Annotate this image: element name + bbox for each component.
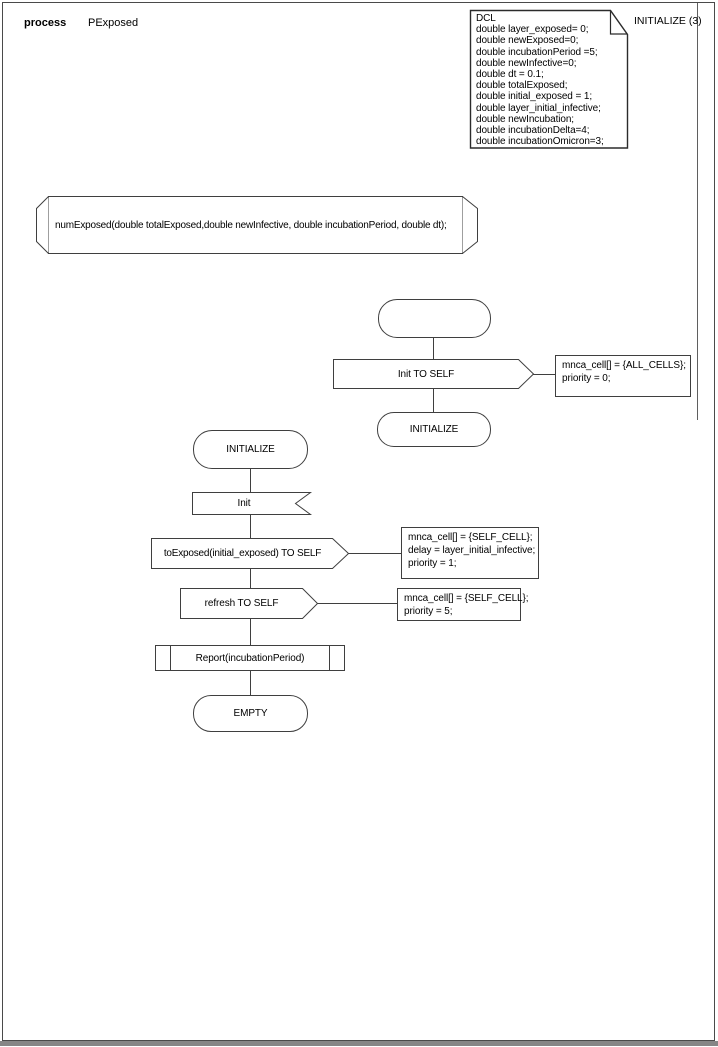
dcl-line: double dt = 0.1;: [476, 69, 544, 81]
param-line: mnca_cell[] = {SELF_CELL};: [408, 532, 533, 543]
page-name-label: INITIALIZE (3): [634, 15, 702, 27]
output-init-outline: [334, 360, 534, 389]
dcl-line: DCL: [476, 13, 496, 24]
comment-refresh-params-box[interactable]: mnca_cell[] = {SELF_CELL}; priority = 5;: [397, 588, 529, 621]
procedure-call-side-bars: [170, 646, 330, 670]
state-empty-symbol[interactable]: EMPTY: [193, 695, 308, 732]
dcl-line: double layer_exposed= 0;: [476, 24, 589, 36]
output-init-label: Init TO SELF: [397, 368, 455, 380]
output-toexposed-outline: [152, 539, 349, 569]
param-line: mnca_cell[] = {ALL_CELLS};: [562, 360, 686, 371]
process-keyword: process: [24, 17, 67, 29]
procedure-call-report-label: Report(incubationPeriod): [195, 652, 305, 664]
comment-toexposed-params-box[interactable]: mnca_cell[] = {SELF_CELL}; delay = layer…: [401, 527, 539, 579]
start-state-symbol[interactable]: [378, 299, 491, 338]
procedure-declaration-left-tab: [37, 197, 49, 254]
dcl-line: double totalExposed;: [476, 80, 568, 92]
dcl-line: double initial_exposed = 1;: [476, 91, 593, 103]
output-init-symbol[interactable]: Init TO SELF: [333, 359, 534, 389]
procedure-declaration-label: numExposed(double totalExposed,double ne…: [55, 219, 447, 231]
state-initialize-symbol[interactable]: INITIALIZE: [193, 430, 308, 469]
dcl-line: double newIncubation;: [476, 113, 574, 125]
input-init-outline: [193, 493, 311, 515]
comment-init-params-box[interactable]: mnca_cell[] = {ALL_CELLS}; priority = 0;: [555, 355, 691, 397]
dcl-line: double incubationPeriod =5;: [476, 46, 598, 58]
dcl-outline: [471, 11, 628, 149]
state-initialize-label: INITIALIZE: [226, 444, 275, 455]
param-line: mnca_cell[] = {SELF_CELL};: [404, 593, 529, 604]
procedure-declaration-body: [49, 197, 463, 254]
param-line: priority = 0;: [562, 373, 611, 384]
param-line: delay = layer_initial_infective;: [408, 545, 536, 556]
dcl-line: double newInfective=0;: [476, 57, 577, 69]
procedure-call-report-symbol[interactable]: Report(incubationPeriod): [155, 645, 345, 671]
param-line: priority = 5;: [404, 606, 453, 617]
dcl-line: double incubationDelta=4;: [476, 125, 590, 137]
output-refresh-symbol[interactable]: refresh TO SELF: [180, 588, 318, 619]
state-initialize-next-label: INITIALIZE: [409, 424, 459, 435]
output-toexposed-symbol[interactable]: toExposed(initial_exposed) TO SELF: [151, 538, 349, 569]
output-refresh-label: refresh TO SELF: [204, 598, 279, 609]
output-toexposed-label: toExposed(initial_exposed) TO SELF: [163, 548, 322, 559]
input-init-symbol[interactable]: Init: [192, 492, 311, 515]
input-init-label: Init: [237, 498, 251, 509]
dcl-line: double newExposed=0;: [476, 35, 579, 47]
diagram-frame-right-line: [697, 3, 698, 420]
state-empty-label: EMPTY: [233, 708, 268, 719]
dcl-line: double incubationOmicron=3;: [476, 136, 604, 148]
dcl-line: double layer_initial_infective;: [476, 102, 601, 114]
dcl-declarations: DCL double layer_exposed= 0; double newE…: [476, 13, 604, 147]
output-refresh-outline: [181, 589, 318, 619]
dcl-fold-corner: [611, 11, 628, 35]
page-bottom-shadow: [0, 1041, 718, 1046]
state-initialize-next-symbol[interactable]: INITIALIZE: [377, 412, 491, 447]
procedure-declaration-right-tab: [463, 197, 478, 254]
procedure-declaration-symbol[interactable]: numExposed(double totalExposed,double ne…: [36, 196, 478, 254]
process-name[interactable]: PExposed: [88, 17, 139, 29]
param-line: priority = 1;: [408, 558, 457, 569]
dcl-text-symbol[interactable]: [470, 10, 629, 149]
